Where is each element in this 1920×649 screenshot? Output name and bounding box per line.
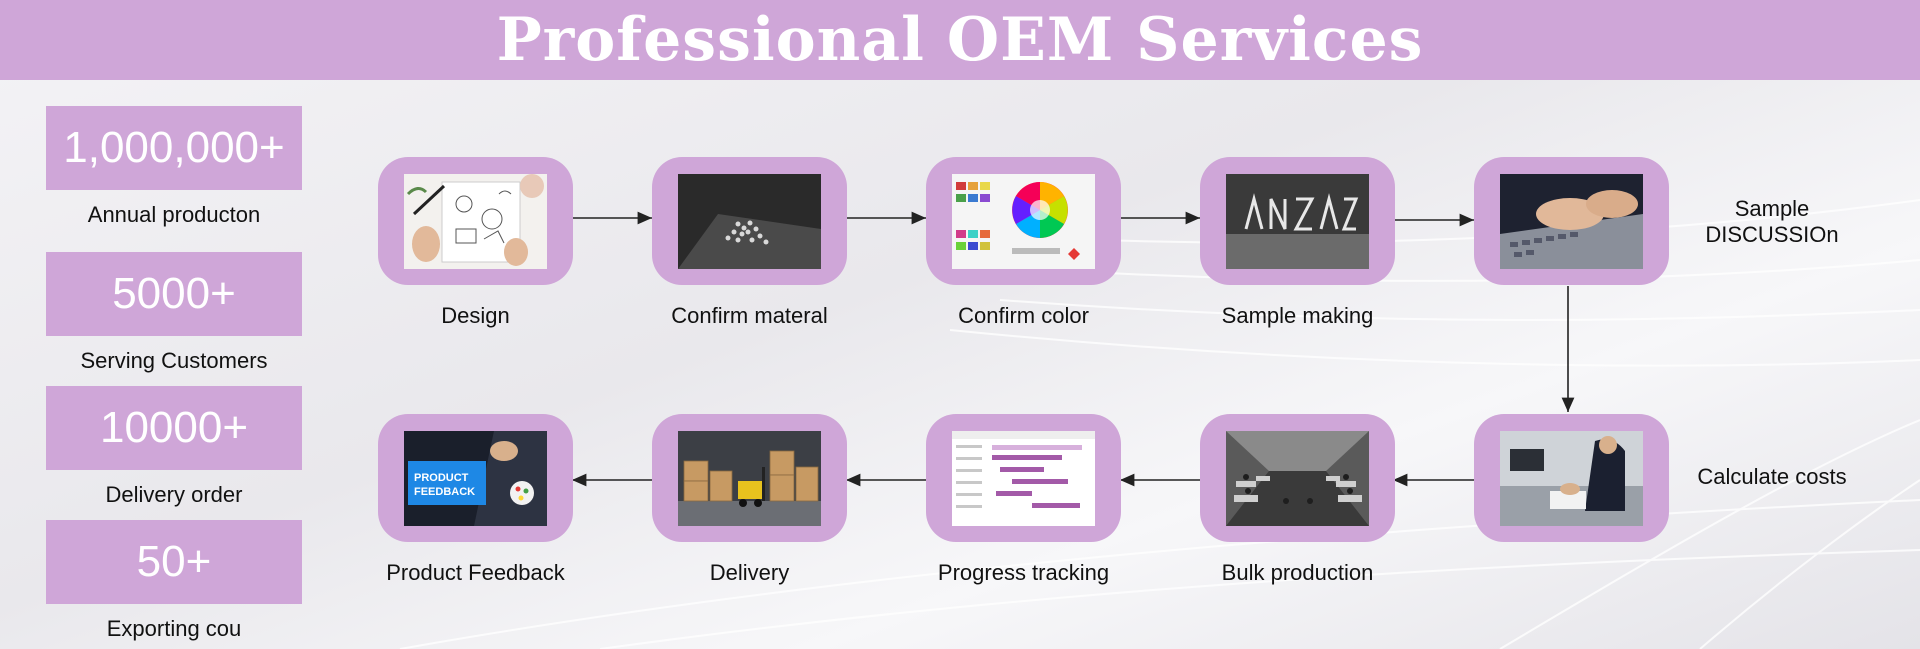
stat-value: 10000+ — [46, 386, 302, 470]
step-label: Bulk production — [1221, 560, 1374, 585]
step-frame — [652, 414, 847, 542]
stat-exporting-countries: 50+ Exporting cou — [46, 520, 302, 642]
design-sketch-image — [404, 173, 547, 269]
plastic-pellets-image — [678, 173, 821, 269]
step-frame — [1474, 414, 1669, 542]
feedback-line-1: PRODUCT — [414, 472, 469, 484]
step-label: Design — [441, 303, 510, 328]
stat-delivery-order: 10000+ Delivery order — [46, 386, 302, 508]
feedback-line-2: FEEDBACK — [414, 486, 475, 498]
step-frame — [652, 157, 847, 285]
stat-serving-customers: 5000+ Serving Customers — [46, 252, 302, 374]
business-meeting-image — [1500, 430, 1643, 526]
step-frame — [1200, 157, 1395, 285]
step-label: Confirm materal — [671, 303, 828, 328]
color-wheel-image — [952, 173, 1095, 269]
stat-label: Serving Customers — [80, 348, 268, 373]
step-label: Delivery — [709, 560, 790, 585]
stat-label: Delivery order — [105, 482, 243, 507]
step-label: Progress tracking — [937, 560, 1110, 585]
step-label: Sample making — [1221, 303, 1374, 328]
step-frame: PRODUCT FEEDBACK — [378, 414, 573, 542]
stat-value: 50+ — [46, 520, 302, 604]
step-label-calculate-costs: Calculate costs — [1697, 464, 1847, 489]
step-label: Product Feedback — [386, 560, 565, 585]
step-product-feedback: PRODUCT FEEDBACK Product Feedback — [378, 414, 573, 586]
step-frame — [1474, 157, 1669, 285]
step-frame — [1200, 414, 1395, 542]
product-feedback-image: PRODUCT FEEDBACK — [404, 430, 547, 526]
step-progress-tracking: Progress tracking — [926, 414, 1121, 586]
step-design: Design — [378, 157, 573, 329]
stat-label: Exporting cou — [106, 616, 242, 641]
step-confirm-color: Confirm color — [926, 157, 1121, 329]
title-banner: Professional OEM Services — [0, 0, 1920, 80]
stat-value: 5000+ — [46, 252, 302, 336]
stat-value: 1,000,000+ — [46, 106, 302, 190]
step-sample-discussion — [1474, 157, 1669, 285]
step-delivery: Delivery — [652, 414, 847, 586]
stat-label: Annual producton — [87, 202, 261, 227]
warehouse-forklift-image — [678, 430, 821, 526]
factory-floor-image — [1226, 430, 1369, 526]
page-title: Professional OEM Services — [496, 5, 1424, 75]
typing-keyboard-image — [1500, 173, 1643, 269]
step-label: Confirm color — [958, 303, 1089, 328]
step-confirm-material: Confirm materal — [652, 157, 847, 329]
step-frame — [926, 414, 1121, 542]
step-frame — [378, 157, 573, 285]
gantt-chart-image — [952, 430, 1095, 526]
step-frame — [926, 157, 1121, 285]
step-bulk-production: Bulk production — [1200, 414, 1395, 586]
step-sample-making: Sample making — [1200, 157, 1395, 329]
stat-annual-production: 1,000,000+ Annual producton — [46, 106, 302, 228]
acrylic-letters-image — [1226, 173, 1369, 269]
step-calculate-costs — [1474, 414, 1669, 542]
